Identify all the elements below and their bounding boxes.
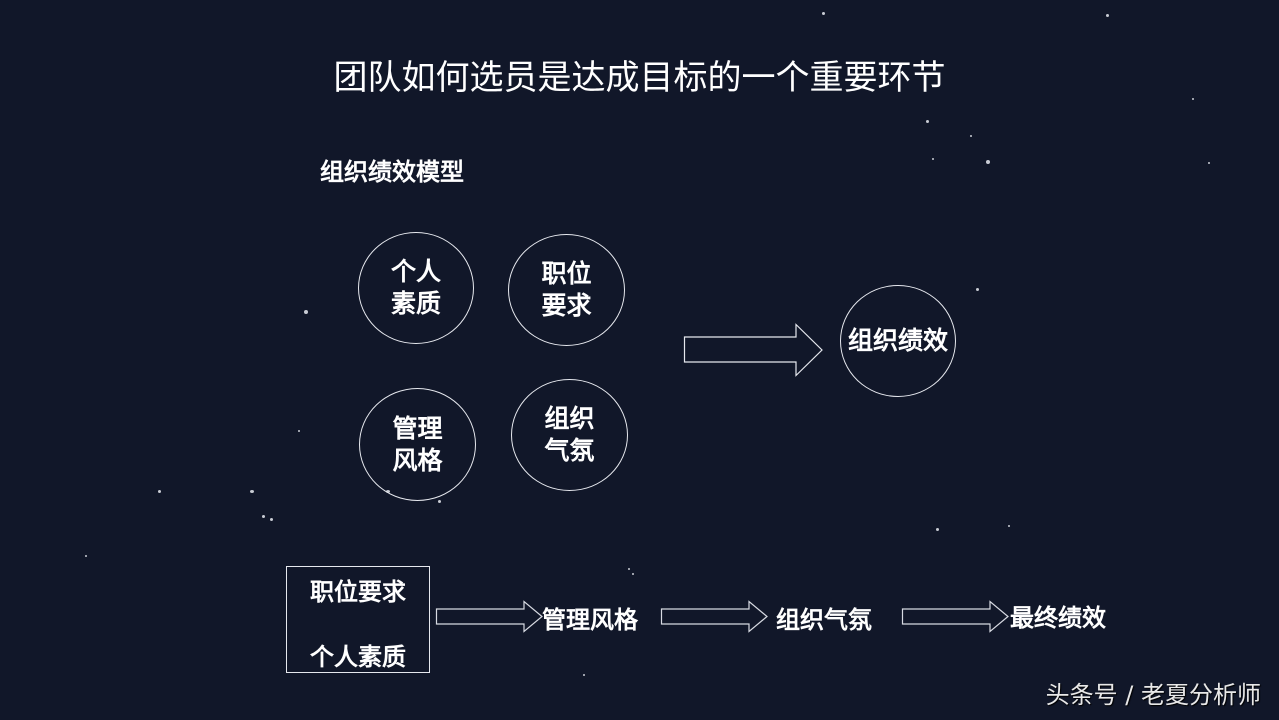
start-box-line1: 职位要求 [310, 578, 406, 606]
factor-label: 个人 [390, 257, 441, 286]
factor-label: 素质 [390, 289, 441, 318]
factor-circle-job-requirements: 职位要求 [508, 234, 625, 346]
watermark: 头条号 / 老夏分析师 [1045, 681, 1261, 709]
factor-label: 组织 [544, 404, 595, 433]
slide-title: 团队如何选员是达成目标的一个重要环节 [333, 58, 946, 98]
flow-step-final-performance: 最终绩效 [1010, 604, 1106, 632]
factor-label: 职位 [541, 259, 592, 288]
factor-label: 风格 [392, 445, 443, 475]
factor-circle-management-style: 管理风格 [359, 388, 476, 501]
start-box: 职位要求 个人素质 [286, 566, 430, 673]
flow-arrow-icon [901, 600, 1009, 633]
result-circle-org-performance: 组织绩效 [840, 285, 956, 397]
arrow-right-icon [683, 323, 823, 377]
factor-label: 气氛 [544, 436, 595, 465]
factor-label: 要求 [541, 291, 592, 320]
flow-arrow-icon [435, 600, 543, 633]
flow-arrow-icon [660, 600, 768, 633]
model-subtitle: 组织绩效模型 [320, 158, 464, 186]
result-label: 组织绩效 [847, 326, 948, 355]
factor-circle-organizational-climate: 组织气氛 [511, 379, 628, 491]
factor-circle-personal-quality: 个人素质 [358, 232, 474, 344]
factor-label: 管理 [392, 413, 443, 443]
flow-step-management-style: 管理风格 [542, 606, 638, 634]
flow-step-org-climate: 组织气氛 [776, 606, 872, 634]
start-box-line2: 个人素质 [310, 643, 406, 671]
